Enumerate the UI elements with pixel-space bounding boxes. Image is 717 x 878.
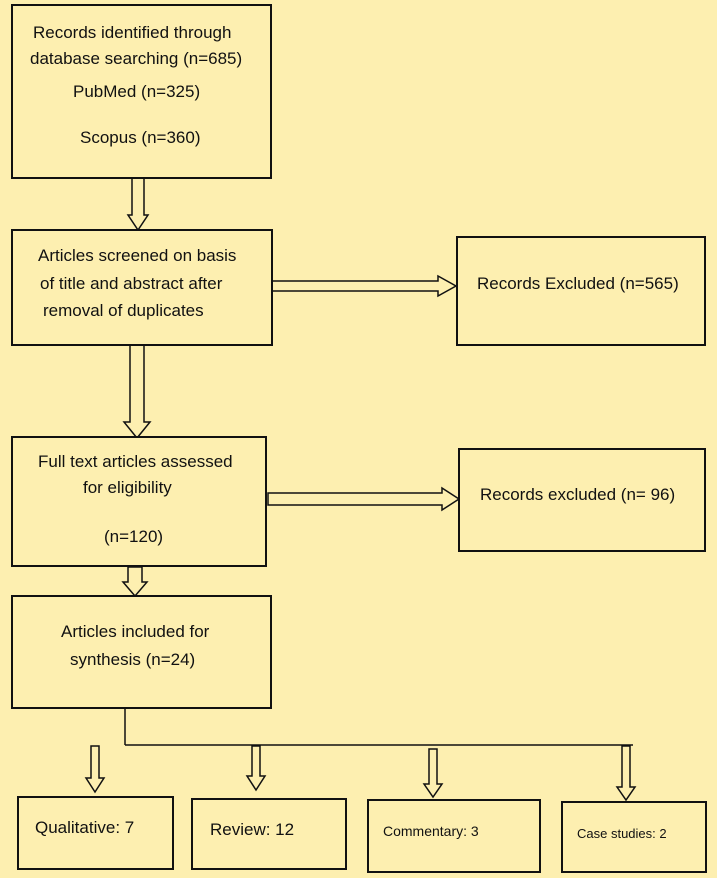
included-line-1: Articles included for: [61, 622, 210, 641]
included-box: Articles included for synthesis (n=24): [11, 595, 272, 709]
excluded-2-label: Records excluded (n= 96): [480, 485, 676, 504]
identified-box: Records identified through database sear…: [11, 4, 272, 179]
review-box: Review: 12: [191, 798, 347, 870]
arrow-screened-to-fulltext: [122, 344, 152, 440]
arrow-fulltext-to-included: [121, 566, 149, 598]
screened-line-2: of title and abstract after: [40, 274, 223, 293]
arrow-screened-to-excluded: [271, 274, 458, 298]
commentary-label: Commentary: 3: [383, 823, 479, 839]
arrow-to-case-studies: [615, 745, 637, 802]
arrow-to-commentary: [422, 748, 444, 799]
arrow-identified-to-screened: [126, 176, 150, 232]
case-studies-label: Case studies: 2: [577, 826, 667, 841]
commentary-box: Commentary: 3: [367, 799, 541, 873]
screened-line-1: Articles screened on basis: [38, 246, 237, 265]
arrow-to-review: [245, 745, 267, 792]
excluded-box-1: Records Excluded (n=565): [456, 236, 706, 346]
qualitative-label: Qualitative: 7: [35, 818, 135, 837]
identified-line-1: Records identified through: [33, 23, 232, 42]
identified-line-2: database searching (n=685): [30, 49, 243, 68]
arrow-fulltext-to-excluded: [267, 486, 461, 512]
review-label: Review: 12: [210, 820, 295, 839]
fulltext-line-2: for eligibility: [83, 478, 172, 497]
screened-box: Articles screened on basis of title and …: [11, 229, 273, 346]
screened-line-3: removal of duplicates: [43, 301, 204, 320]
fulltext-box: Full text articles assessed for eligibil…: [11, 436, 267, 567]
case-studies-box: Case studies: 2: [561, 801, 707, 873]
fulltext-line-1: Full text articles assessed: [38, 452, 233, 471]
excluded-1-label: Records Excluded (n=565): [477, 274, 679, 293]
arrow-to-qualitative: [84, 745, 106, 794]
fulltext-line-3: (n=120): [104, 527, 164, 546]
included-line-2: synthesis (n=24): [70, 650, 196, 669]
qualitative-box: Qualitative: 7: [17, 796, 174, 870]
excluded-box-2: Records excluded (n= 96): [458, 448, 706, 552]
identified-line-4: Scopus (n=360): [80, 128, 201, 147]
identified-line-3: PubMed (n=325): [73, 82, 201, 101]
